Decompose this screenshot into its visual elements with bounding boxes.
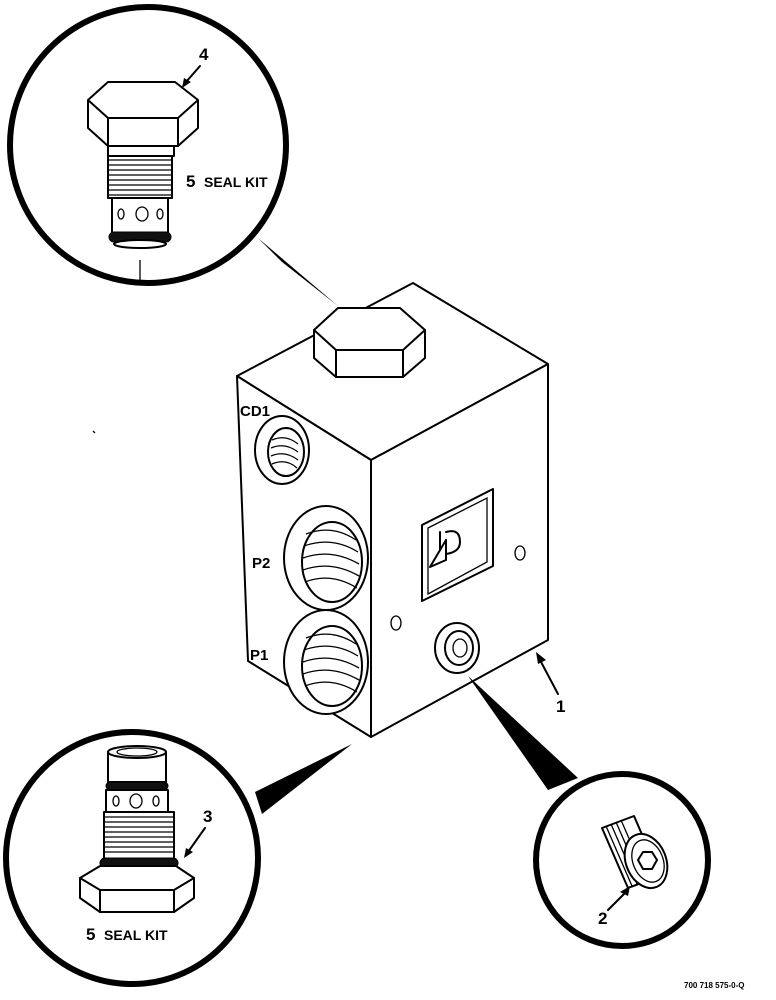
port-label-p2: P2	[252, 555, 270, 572]
mount-hole-right	[514, 545, 526, 561]
bottom-seal-kit-text: SEAL KIT	[104, 927, 168, 943]
cartridge-valve-3	[79, 745, 195, 913]
mount-hole-left	[390, 615, 402, 631]
port-label-p1: P1	[250, 647, 268, 664]
bottom-right-detail-callout	[468, 676, 711, 949]
bottom-left-detail-callout	[3, 729, 352, 987]
cartridge-valve-4	[87, 81, 199, 280]
callout-2-number: 2	[598, 909, 607, 928]
plug-port-opening	[434, 622, 480, 674]
callout-4: 4	[182, 45, 209, 88]
bottom-seal-kit-number: 5	[86, 925, 95, 944]
top-seal-kit-text: SEAL KIT	[204, 174, 268, 190]
port-label-cd1: CD1	[240, 403, 270, 420]
manufacturer-logo-plate	[421, 488, 494, 602]
plug-2	[601, 815, 669, 890]
top-seal-kit-label: 5 SEAL KIT	[186, 172, 268, 191]
port-cd1-opening	[254, 415, 310, 485]
port-p1-opening	[283, 609, 369, 715]
valve-block-hex-cap	[313, 307, 426, 378]
figure-id: 700 718 575-0-Q	[684, 981, 745, 990]
callout-3-number: 3	[203, 807, 212, 826]
callout-1: 1	[536, 652, 565, 716]
callout-3: 3	[184, 807, 212, 858]
port-p2-opening	[283, 505, 369, 611]
callout-1-number: 1	[556, 697, 565, 716]
bottom-seal-kit-label: 5 SEAL KIT	[86, 925, 168, 944]
callout-2: 2	[598, 886, 630, 928]
callout-4-number: 4	[199, 45, 209, 64]
top-seal-kit-number: 5	[186, 172, 195, 191]
